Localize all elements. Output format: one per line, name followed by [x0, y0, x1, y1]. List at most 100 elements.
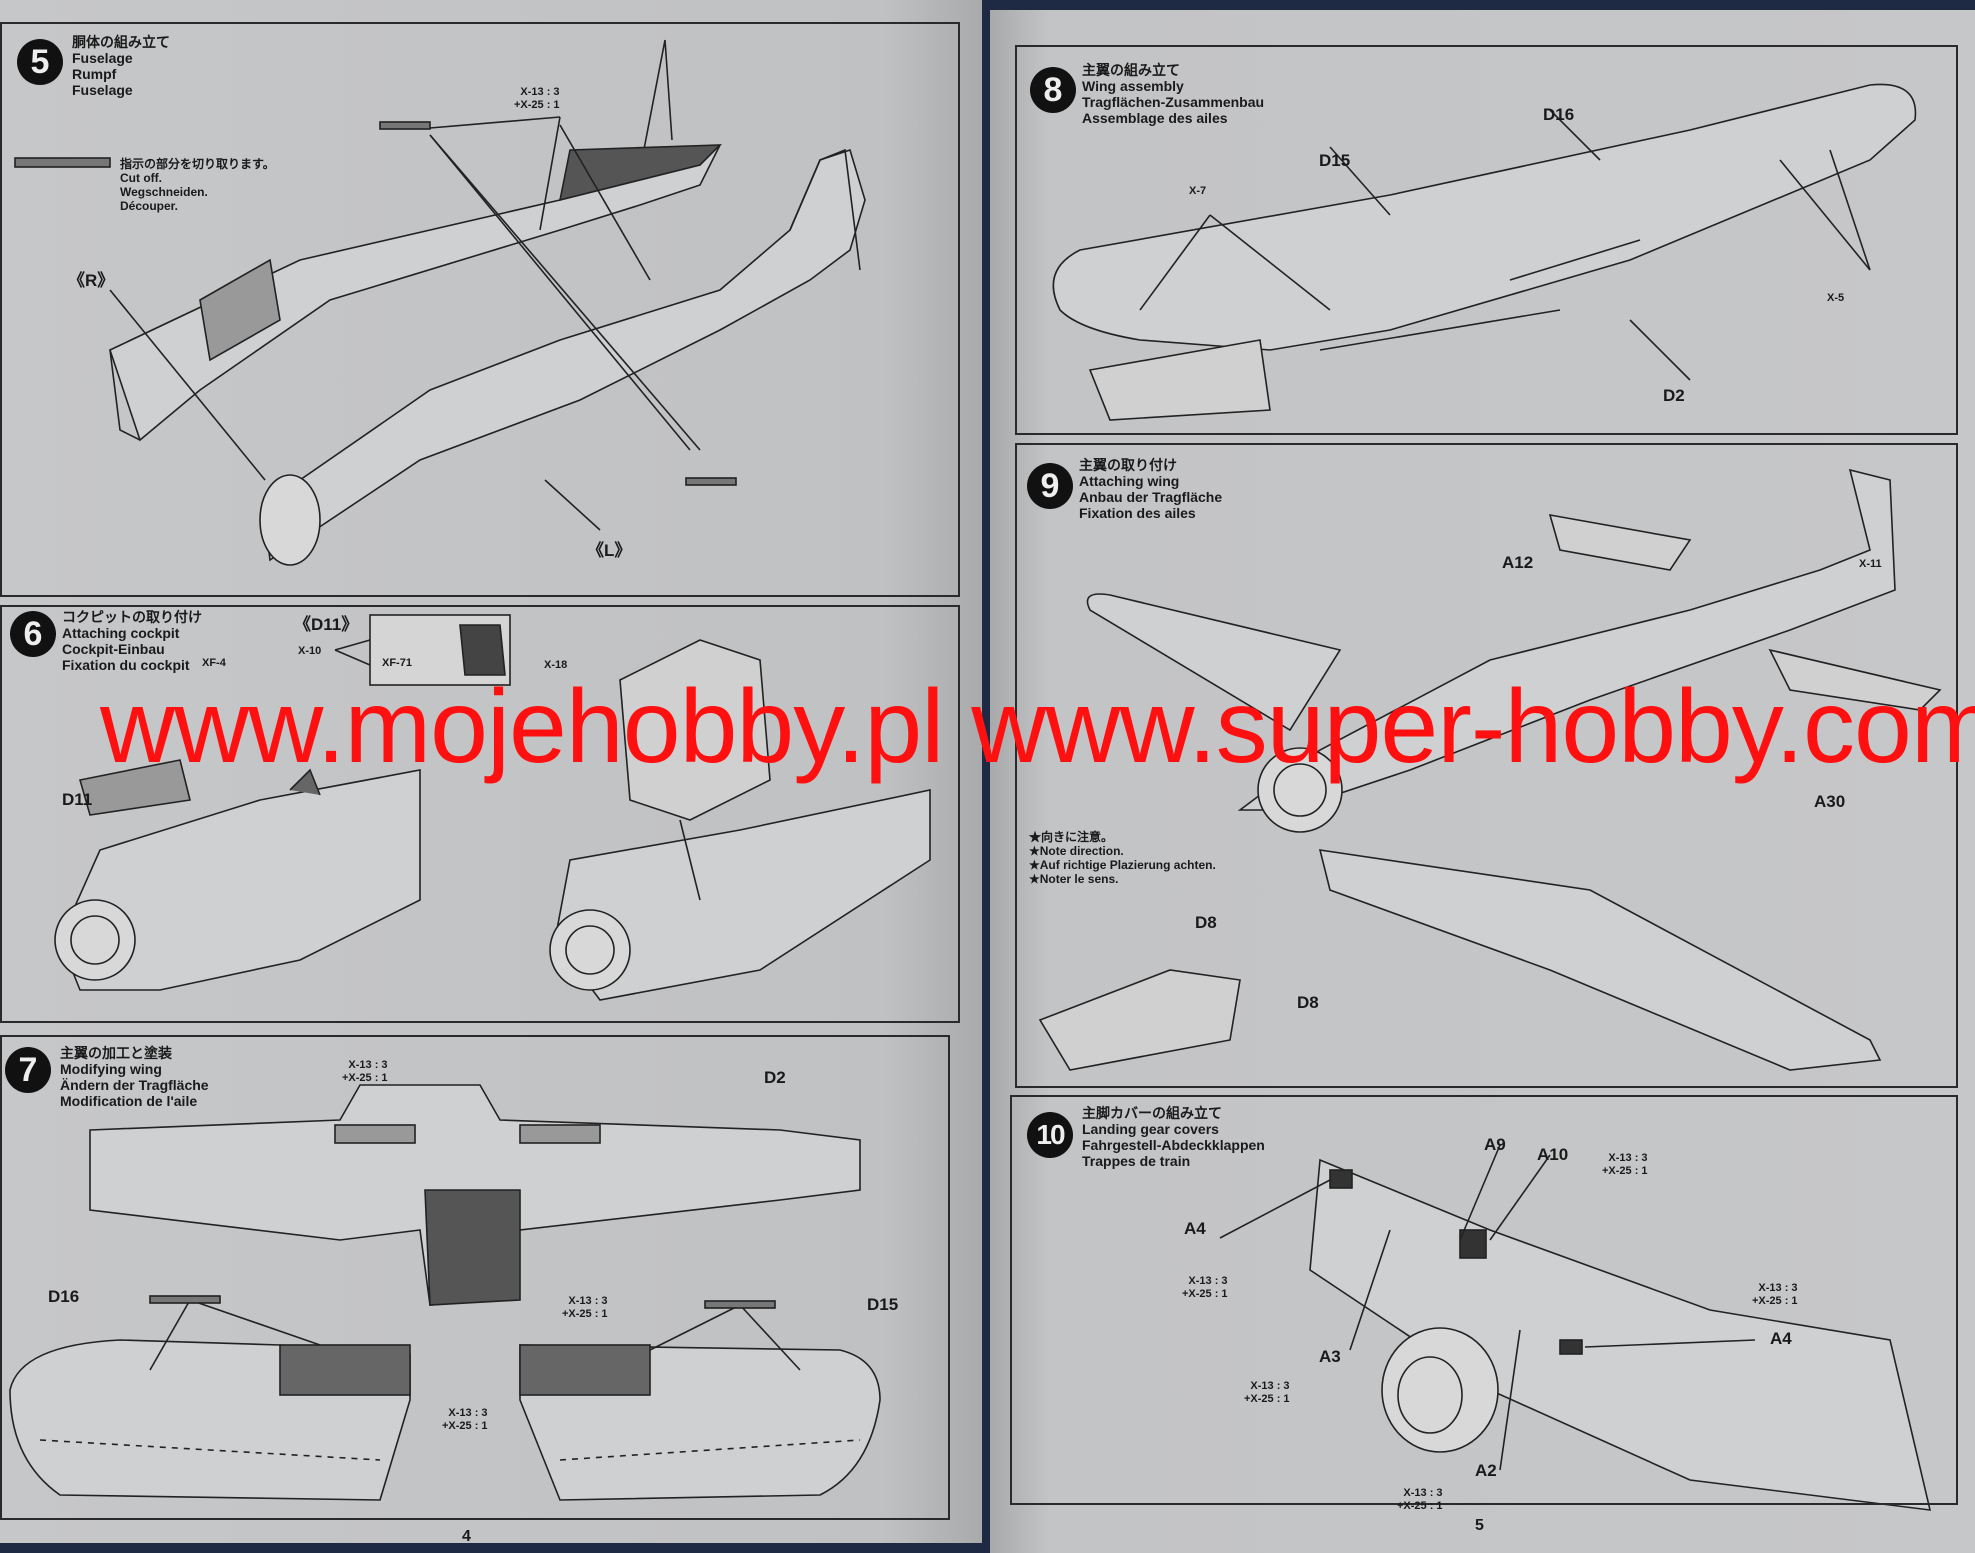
left-page-drawings [9, 39, 931, 1501]
paint-line: X-13 : 3 [1188, 1275, 1228, 1287]
paint-line: X-13 : 3 [448, 1407, 488, 1419]
title-de: Tragflächen-Zusammenbau [1082, 94, 1265, 110]
paint-line: X-13 : 3 [1250, 1380, 1290, 1392]
wing-modify-drawing [9, 1084, 881, 1501]
title-en: Modifying wing [60, 1061, 162, 1077]
part-label: D8 [1297, 993, 1319, 1012]
step-number-badge: 9 [1027, 463, 1073, 509]
step-8-panel: 8 主翼の組み立て Wing assembly Tragflächen-Zusa… [1015, 45, 1958, 435]
title-en: Attaching wing [1079, 473, 1180, 489]
paint-label: X-10 [298, 645, 322, 657]
paint-callout: X-13 : 3+X-25 : 1 [1752, 1282, 1798, 1308]
step-number-badge: 7 [5, 1047, 51, 1093]
title-fr: Modification de l'aile [60, 1093, 198, 1109]
paint-callout: X-13 : 3+X-25 : 1 [562, 1295, 608, 1321]
paint-line: X-13 : 3 [348, 1059, 388, 1071]
paint-label: X-18 [544, 659, 568, 671]
step-number-badge: 6 [10, 611, 56, 657]
note-fr: ★Noter le sens. [1029, 872, 1119, 886]
note-fr: Découper. [120, 199, 179, 213]
paint-line: +X-25 : 1 [1602, 1165, 1648, 1177]
title-jp: 主翼の組み立て [1082, 62, 1180, 78]
title-fr: Fuselage [72, 82, 133, 98]
cockpit-drawing [54, 614, 931, 1001]
paint-line: +X-25 : 1 [1244, 1393, 1290, 1405]
paint-label: X-7 [1189, 185, 1207, 197]
step-9-panel: 9 主翼の取り付け Attaching wing Anbau der Tragf… [1015, 443, 1958, 1088]
paint-label: XF-4 [202, 657, 226, 669]
step-number-badge: 5 [17, 39, 63, 85]
note-jp: ★向きに注意。 [1029, 830, 1114, 844]
note-en: ★Note direction. [1029, 844, 1124, 858]
step-title: 主脚カバーの組み立て Landing gear covers Fahrgeste… [1082, 1105, 1265, 1169]
part-label: D2 [764, 1068, 786, 1087]
fuselage-halves-drawing [14, 39, 866, 566]
note-en: Cut off. [120, 171, 162, 185]
part-label: A9 [1484, 1135, 1506, 1154]
part-label: D16 [48, 1287, 80, 1306]
paint-line: X-13 : 3 [568, 1295, 608, 1307]
paint-callout: X-13 : 3+X-25 : 1 [514, 86, 560, 112]
part-label: A3 [1319, 1347, 1341, 1366]
title-jp: コクピットの取り付け [62, 609, 202, 625]
part-label: A4 [1184, 1219, 1206, 1238]
title-de: Rumpf [72, 66, 117, 82]
note-jp: 指示の部分を切り取ります。 [120, 157, 275, 171]
part-label: D2 [1663, 386, 1685, 405]
right-page-drawings [1038, 83, 1942, 1511]
step-title: 胴体の組み立て Fuselage Rumpf Fuselage [72, 34, 170, 98]
part-label: 《D11》 [294, 615, 359, 634]
part-label: A2 [1475, 1461, 1497, 1480]
title-en: Attaching cockpit [62, 625, 180, 641]
title-de: Ändern der Tragfläche [60, 1077, 209, 1093]
part-label: D16 [1543, 105, 1575, 124]
paint-line: +X-25 : 1 [1752, 1295, 1798, 1307]
part-label: 《R》 [68, 271, 115, 290]
watermark-text: www.mojehobby.pl www.super-hobby.com [100, 669, 1975, 785]
step-title: コクピットの取り付け Attaching cockpit Cockpit-Ein… [62, 609, 202, 673]
paint-label: XF-71 [382, 657, 412, 669]
paint-line: X-13 : 3 [1608, 1152, 1648, 1164]
part-label: D15 [867, 1295, 899, 1314]
step-title: 主翼の取り付け Attaching wing Anbau der Tragflä… [1079, 457, 1222, 521]
title-de: Fahrgestell-Abdeckklappen [1082, 1137, 1265, 1153]
paint-line: X-13 : 3 [1758, 1282, 1798, 1294]
title-fr: Fixation du cockpit [62, 657, 190, 673]
title-fr: Trappes de train [1082, 1153, 1191, 1169]
step-5-panel: 5 胴体の組み立て Fuselage Rumpf Fuselage 指示の部分を… [0, 22, 960, 597]
step-7-panel: 7 主翼の加工と塗装 Modifying wing Ändern der Tra… [0, 1035, 950, 1520]
paint-label: X-11 [1859, 558, 1882, 570]
paint-line: +X-25 : 1 [1182, 1288, 1228, 1300]
wing-assembly-drawing [1052, 83, 1917, 421]
page-number: 5 [1475, 1517, 1484, 1534]
part-label: A4 [1770, 1329, 1792, 1348]
title-en: Landing gear covers [1082, 1121, 1219, 1137]
title-jp: 主翼の加工と塗装 [60, 1045, 172, 1061]
part-label: D11 [62, 790, 93, 809]
title-en: Fuselage [72, 50, 133, 66]
part-label: D15 [1319, 151, 1351, 170]
title-fr: Fixation des ailes [1079, 505, 1196, 521]
cut-off-note: 指示の部分を切り取ります。 Cut off. Wegschneiden. Déc… [120, 157, 275, 213]
note-de: ★Auf richtige Plazierung achten. [1029, 858, 1216, 872]
paint-line: +X-25 : 1 [514, 99, 560, 111]
paint-line: X-13 : 3 [520, 86, 560, 98]
step-number-badge: 8 [1030, 67, 1076, 113]
step-title: 主翼の組み立て Wing assembly Tragflächen-Zusamm… [1082, 62, 1264, 126]
paint-callout: X-13 : 3+X-25 : 1 [1602, 1152, 1648, 1178]
direction-note: ★向きに注意。 ★Note direction. ★Auf richtige P… [1029, 830, 1216, 886]
left-page: 5 胴体の組み立て Fuselage Rumpf Fuselage 指示の部分を… [0, 0, 982, 1545]
paint-line: X-13 : 3 [1403, 1487, 1443, 1499]
title-de: Cockpit-Einbau [62, 641, 165, 657]
paint-callout: X-13 : 3+X-25 : 1 [342, 1059, 388, 1085]
part-label: A12 [1502, 553, 1534, 572]
step-number-badge: 10 [1027, 1112, 1073, 1158]
paint-line: +X-25 : 1 [342, 1072, 388, 1084]
step-6-panel: 6 コクピットの取り付け Attaching cockpit Cockpit-E… [0, 605, 960, 1023]
paint-label: X-5 [1827, 292, 1845, 304]
paint-line: +X-25 : 1 [562, 1308, 608, 1320]
title-en: Wing assembly [1082, 78, 1184, 94]
title-jp: 主翼の取り付け [1079, 457, 1177, 473]
paint-line: +X-25 : 1 [1397, 1500, 1443, 1512]
page-number: 4 [462, 1528, 471, 1545]
